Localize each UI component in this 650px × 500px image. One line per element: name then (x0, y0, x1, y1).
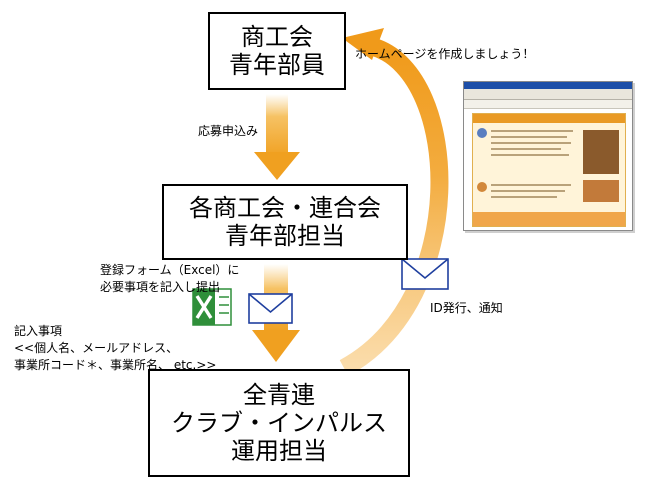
box-line: 全青連 (243, 380, 315, 409)
webpage-icon (477, 128, 487, 138)
box-branch-youth-manager: 各商工会・連合会 青年部担当 (162, 184, 408, 260)
browser-address-bar (464, 100, 632, 109)
box-line: 運用担当 (231, 437, 327, 466)
label-apply: 応募申込み (198, 124, 259, 138)
down-arrow-upper (254, 94, 300, 180)
webpage-text-line (491, 154, 569, 156)
label-submit-form: 登録フォーム（Excel）に 必要事項を記入し提出 (100, 262, 239, 296)
webpage-icon (477, 182, 487, 192)
label-line: 登録フォーム（Excel）に (100, 263, 240, 277)
webpage-text-line (491, 142, 571, 144)
label-id-notice: ID発行、通知 (430, 301, 503, 315)
webpage-text-line (491, 184, 571, 186)
box-line: クラブ・インパルス (171, 408, 387, 437)
curved-arrow-head (342, 28, 384, 60)
webpage-footer (473, 212, 625, 226)
webpage-text-line (491, 130, 573, 132)
label-entry-items: 記入事項 <<個人名、メールアドレス、 事業所コード＊、事業所名、 etc.>> (14, 323, 216, 373)
webpage-photo (583, 180, 619, 202)
label-line: 記入事項 (14, 324, 63, 338)
envelope-icon (248, 293, 293, 324)
webpage-text-line (491, 136, 567, 138)
box-line: 青年部担当 (225, 222, 345, 250)
webpage-banner (473, 114, 625, 123)
box-operations-manager: 全青連 クラブ・インパルス 運用担当 (148, 369, 410, 477)
box-line: 青年部員 (229, 51, 325, 79)
box-commerce-youth-member: 商工会 青年部員 (208, 12, 346, 90)
label-line: 事業所コード＊、事業所名、 etc.>> (14, 357, 217, 372)
webpage-text-line (491, 196, 557, 198)
website-screenshot (463, 81, 633, 231)
browser-title-bar (464, 82, 632, 89)
label-line: 必要事項を記入し提出 (100, 279, 221, 294)
envelope-icon (401, 258, 449, 290)
webpage-text-line (491, 148, 561, 150)
curved-return-arrow (339, 38, 449, 376)
box-line: 商工会 (241, 22, 313, 51)
box-line: 各商工会・連合会 (189, 193, 381, 222)
webpage-text-line (491, 190, 565, 192)
webpage-photo (583, 130, 619, 174)
label-create-homepage: ホームページを作成しましょう！ (355, 47, 535, 61)
webpage-content (472, 113, 626, 227)
label-line: <<個人名、メールアドレス、 (14, 340, 179, 355)
excel-file-icon (192, 288, 232, 326)
browser-menu-bar (464, 89, 632, 100)
